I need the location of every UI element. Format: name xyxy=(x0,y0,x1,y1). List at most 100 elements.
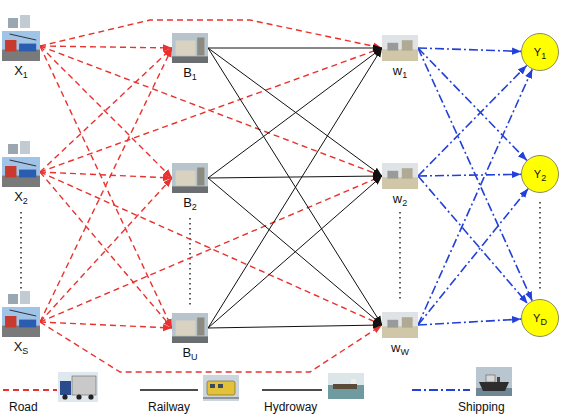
transport-link xyxy=(418,48,532,301)
building-icon xyxy=(8,294,18,304)
node-photo xyxy=(382,35,418,61)
photo-quay xyxy=(382,49,418,61)
photo-shed xyxy=(402,317,413,327)
terminal-node: B2 xyxy=(172,163,208,211)
node-label: w1 xyxy=(393,63,407,78)
transport-link xyxy=(208,48,382,328)
terminal-node: BU xyxy=(172,313,208,361)
photo-truck xyxy=(19,44,36,52)
building-icon xyxy=(8,144,18,154)
photo-sky xyxy=(382,312,418,338)
photo-silo xyxy=(197,38,204,56)
transport-link xyxy=(40,48,172,322)
terminal-node: XS xyxy=(2,307,40,355)
node-photo xyxy=(382,312,418,338)
transport-link xyxy=(418,48,527,160)
transport-link xyxy=(40,172,172,178)
transport-link xyxy=(40,48,172,172)
transport-link xyxy=(208,48,382,178)
photo-sky xyxy=(2,157,40,187)
building-icon xyxy=(20,291,30,304)
ship-hull xyxy=(479,382,509,391)
icon-water xyxy=(328,385,364,399)
transport-link xyxy=(418,319,521,325)
transport-link xyxy=(418,66,527,176)
terminal-node: wW xyxy=(382,312,418,356)
transport-link xyxy=(418,189,528,325)
building-icon xyxy=(8,18,18,28)
wheel xyxy=(62,394,67,399)
photo-crane xyxy=(5,316,16,327)
legend-label: Railway xyxy=(148,400,190,414)
photo-boom xyxy=(10,34,37,40)
legend-entry: Hydroway xyxy=(262,384,322,416)
dotted-line xyxy=(20,212,22,300)
transport-link xyxy=(40,46,382,176)
node-label: Y2 xyxy=(534,168,546,181)
photo-truck xyxy=(19,320,36,328)
node-label: Y1 xyxy=(534,46,546,59)
node-label: YD xyxy=(533,312,547,325)
photo-sky xyxy=(172,313,208,343)
legend-line xyxy=(3,389,57,391)
legend-sample xyxy=(3,384,57,396)
node-label: XS xyxy=(14,339,29,354)
truck-trailer xyxy=(72,376,96,395)
photo-shed xyxy=(387,320,398,328)
legend-line xyxy=(140,389,198,390)
photo-shed xyxy=(402,168,413,178)
legend-sample xyxy=(262,384,322,396)
truck-icon xyxy=(58,372,98,402)
photo-building xyxy=(176,321,196,336)
terminal-node: w2 xyxy=(382,163,418,207)
transport-link xyxy=(208,176,382,328)
photo-shed xyxy=(387,171,398,179)
transport-link xyxy=(208,325,382,328)
destination-circle: Y2 xyxy=(521,155,559,193)
photo-boom xyxy=(10,160,37,166)
legend-line xyxy=(412,389,470,391)
transport-link xyxy=(40,322,382,372)
barge-icon xyxy=(328,373,364,399)
photo-sky xyxy=(382,163,418,189)
photo-shed xyxy=(387,43,398,51)
node-label: X1 xyxy=(14,63,28,78)
ship-funnel xyxy=(497,377,500,382)
photo-sky xyxy=(2,31,40,61)
icon-sky xyxy=(476,367,512,396)
node-photo xyxy=(172,163,208,193)
legend-label: Shipping xyxy=(458,400,505,414)
terminal-node: X1 xyxy=(2,31,40,79)
node-label: BU xyxy=(182,345,197,360)
terminal-node: B1 xyxy=(172,33,208,81)
photo-boom xyxy=(10,310,37,316)
photo-sky xyxy=(382,35,418,61)
transport-link xyxy=(40,48,382,172)
legend-label: Hydroway xyxy=(264,400,317,414)
rail xyxy=(203,397,239,398)
node-label: B2 xyxy=(183,195,197,210)
node-label: B1 xyxy=(183,65,197,80)
transport-link xyxy=(208,176,382,178)
node-label: wW xyxy=(391,340,409,355)
transport-link xyxy=(40,172,382,325)
continuation-dots xyxy=(21,202,540,306)
transport-link xyxy=(40,46,172,48)
photo-silo xyxy=(197,168,204,186)
transport-link xyxy=(40,20,382,48)
train-icon xyxy=(203,375,239,401)
node-label: X2 xyxy=(14,189,28,204)
node-photo xyxy=(172,33,208,63)
node-photo xyxy=(172,313,208,343)
ship-bridge xyxy=(486,375,495,382)
barge-hull xyxy=(333,384,357,389)
node-photo xyxy=(2,157,40,187)
transport-link xyxy=(418,174,521,176)
dotted-line xyxy=(539,202,541,290)
wheel xyxy=(76,394,81,399)
